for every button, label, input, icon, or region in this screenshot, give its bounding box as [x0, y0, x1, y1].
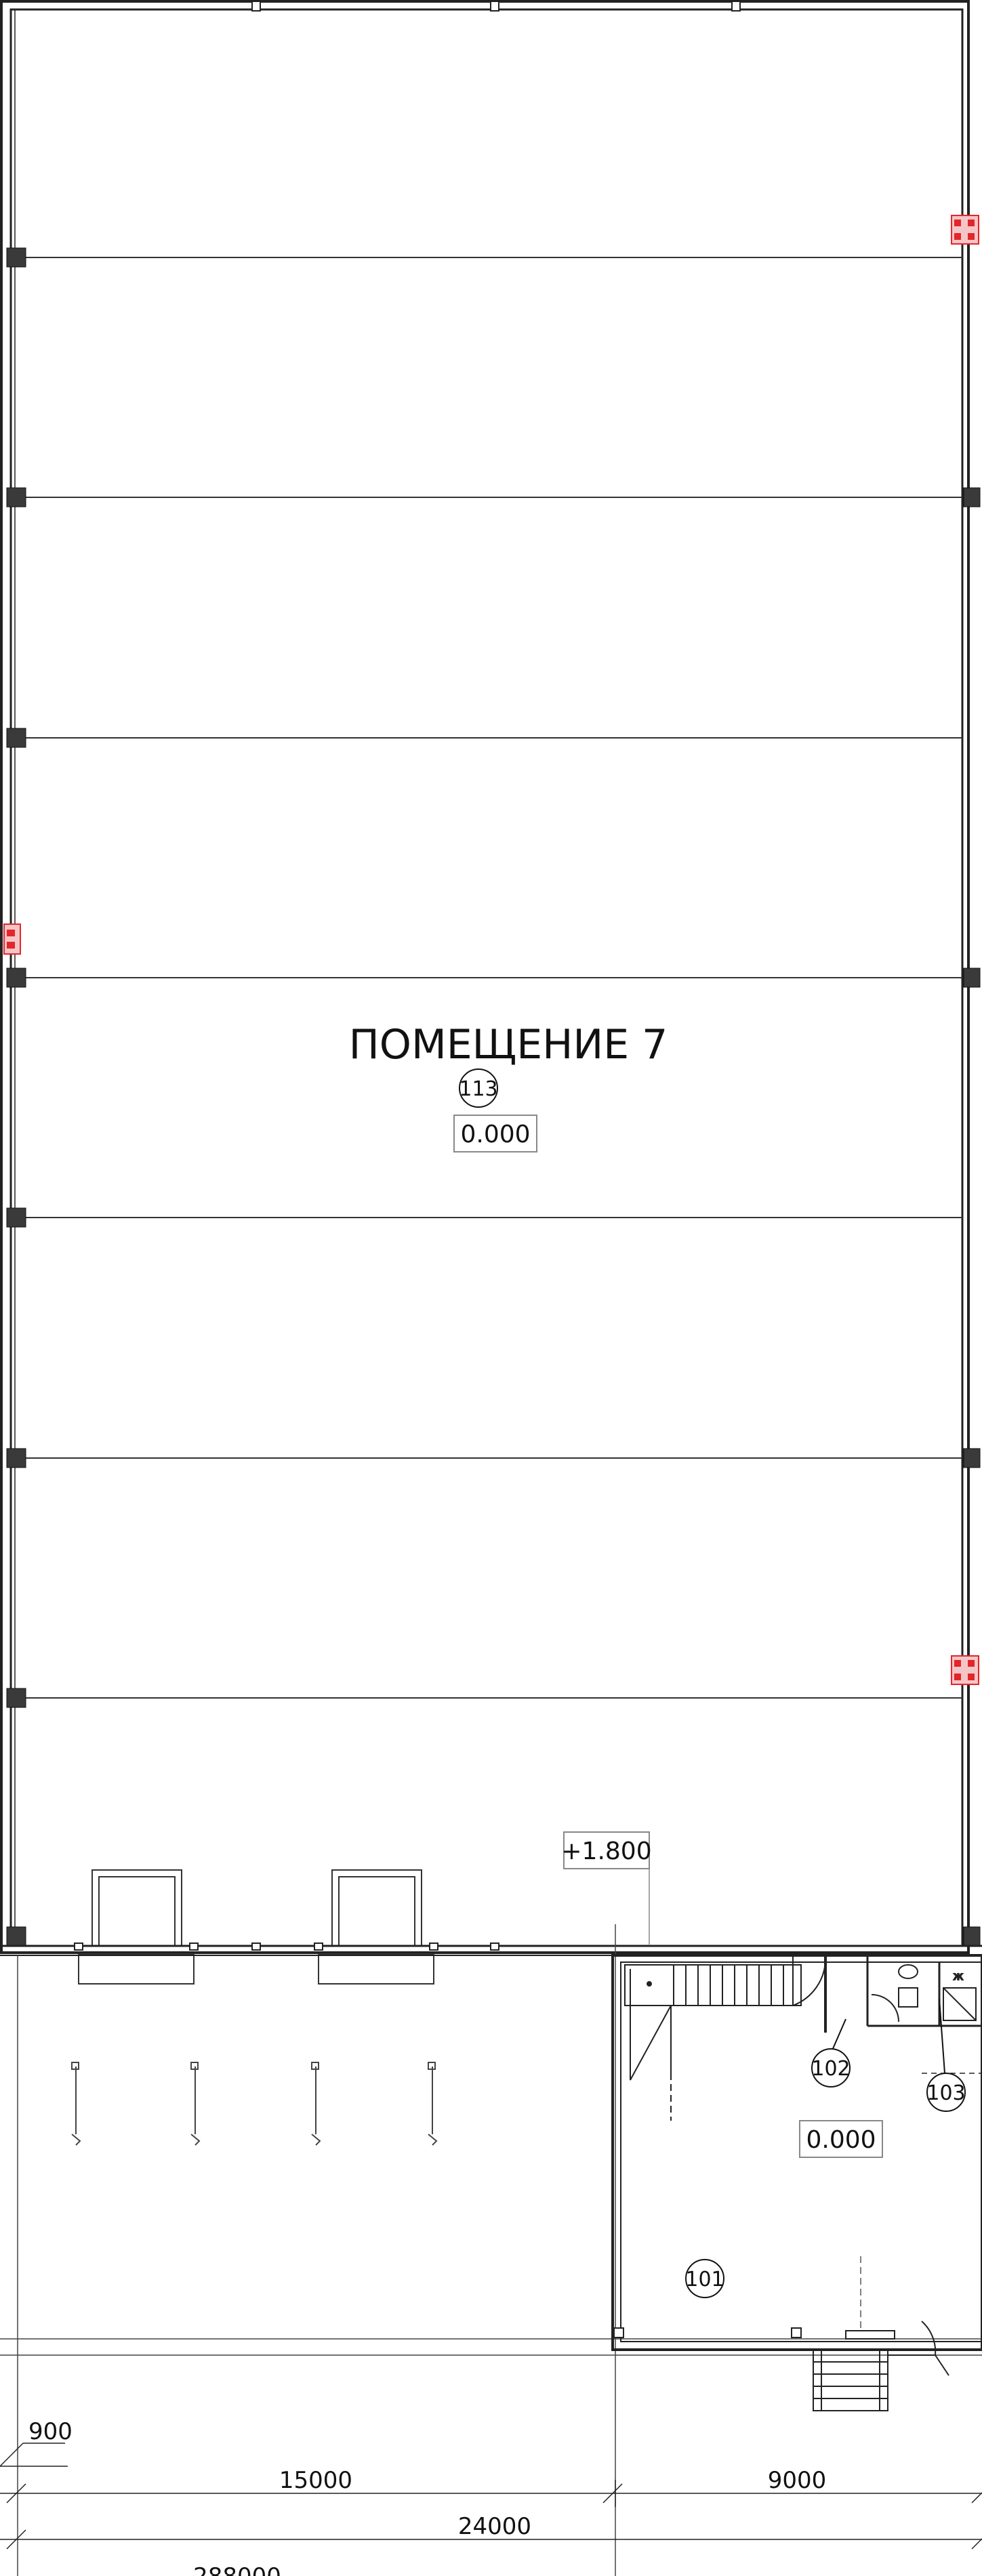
dimension-lines: [0, 2443, 982, 2550]
dimension-total: 24000: [458, 2513, 531, 2540]
annex-door: [792, 1955, 826, 2006]
top-wall-posts: [251, 1, 741, 12]
svg-text:103: 103: [926, 2081, 965, 2105]
fire-marker-right-upper: [951, 215, 979, 245]
room-tag-102: 102: [811, 2018, 851, 2087]
outdoor-area: [0, 1924, 982, 2576]
room-number-tag: 113: [459, 1068, 498, 1108]
fire-marker-left: [3, 923, 21, 955]
svg-text:ж: ж: [954, 1970, 963, 1982]
room-tag-101: 101: [685, 2259, 724, 2298]
annex-bottom-details: [613, 2327, 895, 2340]
frame-grid-lines: [11, 257, 962, 1699]
main-hall-bottom-wall: [0, 1943, 982, 1956]
svg-text:0.000: 0.000: [460, 1121, 530, 1148]
fire-marker-right-lower: [951, 1655, 979, 1685]
fence-posts: [71, 2062, 438, 2146]
right-columns: [963, 487, 981, 1947]
svg-text:102: 102: [811, 2057, 850, 2081]
svg-text:113: 113: [459, 1077, 497, 1101]
floor-level-main: 0.000: [453, 1115, 537, 1152]
svg-text:101: 101: [685, 2268, 724, 2291]
annex-walls: [611, 1954, 982, 2351]
room-tag-103: 103: [926, 1998, 966, 2112]
platform-level-tag: +1.800: [561, 1831, 652, 1945]
annex-entry-steps: [813, 2321, 949, 2411]
svg-text:0.000: 0.000: [806, 2126, 876, 2154]
dock-door-frames: [78, 1869, 434, 1985]
floor-level-annex: 0.000: [799, 2120, 883, 2158]
dimension-offset: 900: [28, 2418, 73, 2445]
dimension-bay-left: 15000: [279, 2467, 352, 2494]
room-title: ПОМЕЩЕНИЕ 7: [349, 1021, 668, 1068]
dimension-overall: 288000: [193, 2563, 281, 2576]
toilet-fixtures: ж: [871, 1964, 977, 2022]
annex-staircase: [624, 1964, 802, 2121]
svg-text:+1.800: +1.800: [561, 1837, 651, 1865]
left-columns: [6, 247, 26, 1947]
dimension-bay-right: 9000: [768, 2467, 827, 2494]
